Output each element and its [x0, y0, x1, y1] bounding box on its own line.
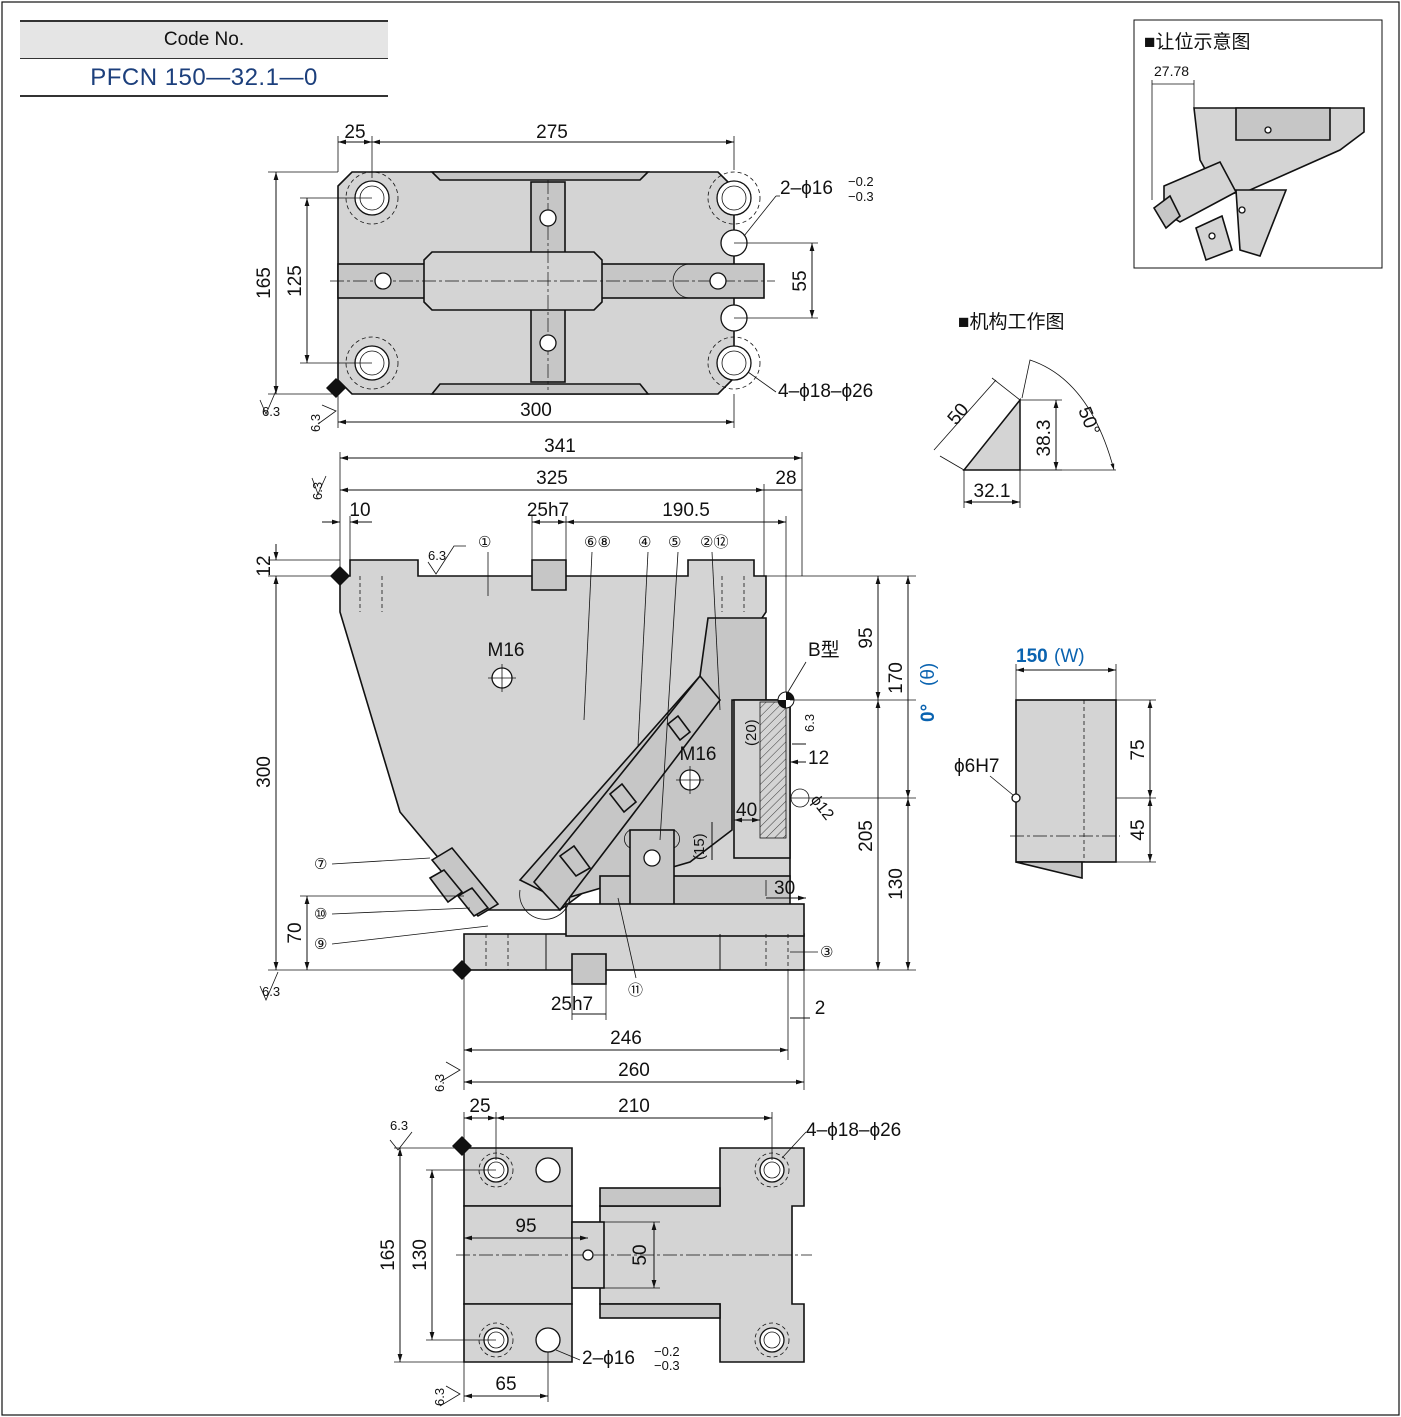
dim-170: 170: [886, 662, 907, 694]
balloon-7: ⑦: [314, 856, 327, 873]
svg-text:6.3: 6.3: [802, 714, 817, 732]
dim-mech-38-3: 38.3: [1034, 420, 1055, 457]
code-number-header: Code No.: [20, 20, 388, 59]
callout-bottom-4-phi18: 4–ϕ18–ϕ26: [806, 1120, 901, 1141]
dim-25h7-bottom: 25h7: [551, 994, 593, 1015]
dim-130-bottom: 130: [410, 1239, 431, 1271]
mechanism-view: ■机构工作图 50 38.3 32.1 50°: [933, 311, 1116, 508]
dim-10: 10: [349, 500, 370, 521]
dim-40: 40: [736, 800, 757, 821]
balloon-2-12: ②⑫: [700, 534, 728, 551]
code-number-box: Code No. PFCN 150—32.1—0: [20, 20, 388, 97]
dim-12-left: 12: [254, 555, 275, 576]
dim-300: 300: [520, 400, 552, 421]
dim-205: 205: [856, 820, 877, 852]
clearance-view-title: ■让位示意图: [1144, 31, 1250, 53]
dim-95-bottom: 95: [515, 1216, 536, 1237]
balloon-11: ⑪: [628, 982, 643, 999]
dim-190-5: 190.5: [662, 500, 710, 521]
balloon-4: ④: [638, 534, 651, 551]
balloon-3: ③: [820, 944, 833, 961]
top-view-holes: [345, 171, 761, 390]
label-phi6h7: ϕ6H7: [954, 756, 1000, 777]
svg-text:−0.2: −0.2: [654, 1344, 680, 1359]
balloon-9: ⑨: [314, 936, 327, 953]
dim-25h7-top: 25h7: [527, 500, 569, 521]
dim-phi12: ϕ12: [807, 792, 837, 824]
dim-20: (20): [743, 719, 760, 746]
dim-2: 2: [815, 998, 826, 1019]
dim-165-bottom: 165: [378, 1239, 399, 1271]
dim-27-78: 27.78: [1154, 63, 1189, 79]
dim-300-height: 300: [254, 756, 275, 788]
label-angle-theta: (θ): [918, 663, 939, 686]
svg-text:6.3: 6.3: [432, 1388, 447, 1406]
callout-bottom-2-phi16: 2–ϕ16: [582, 1348, 635, 1369]
dim-130: 130: [886, 868, 907, 900]
dim-125: 125: [285, 265, 306, 297]
mechanism-view-title: ■机构工作图: [958, 311, 1064, 333]
front-view: M16 M16 B型 ① ⑥⑧ ④ ⑤ ②⑫ ⑦ ⑩ ⑨ ③ ⑪ 341 325…: [254, 436, 939, 1092]
svg-text:6.3: 6.3: [310, 482, 325, 500]
dim-mech-32-1: 32.1: [974, 481, 1011, 502]
dim-275: 275: [536, 122, 568, 143]
label-angle-0: 0°: [918, 704, 939, 722]
dim-325: 325: [536, 468, 568, 489]
svg-text:−0.3: −0.3: [654, 1358, 680, 1373]
dim-95: 95: [856, 627, 877, 648]
svg-text:6.3: 6.3: [308, 414, 323, 432]
dim-28: 28: [775, 468, 796, 489]
dim-25-bottom: 25: [469, 1096, 490, 1117]
dim-55: 55: [790, 270, 811, 291]
clearance-view: ■让位示意图 27.78: [1133, 19, 1383, 269]
dim-260: 260: [618, 1060, 650, 1081]
label-m16-b: M16: [680, 744, 717, 765]
side-width-150: 150: [1016, 646, 1048, 667]
balloon-5: ⑤: [668, 534, 681, 551]
dim-165: 165: [254, 267, 275, 299]
dim-50-bottom: 50: [630, 1244, 651, 1265]
svg-text:6.3: 6.3: [428, 548, 446, 563]
label-m16-a: M16: [488, 640, 525, 661]
side-view: 150 (W) 75 45 ϕ6H7: [954, 646, 1156, 880]
svg-text:−0.2: −0.2: [848, 174, 874, 189]
svg-text:−0.3: −0.3: [848, 189, 874, 204]
svg-text:6.3: 6.3: [262, 984, 280, 999]
dim-side-45: 45: [1128, 819, 1149, 840]
callout-4-phi18-phi26: 4–ϕ18–ϕ26: [778, 381, 873, 402]
dim-70: 70: [285, 922, 306, 943]
dim-210: 210: [618, 1096, 650, 1117]
dim-341: 341: [544, 436, 576, 457]
dim-12-right: 12: [808, 748, 829, 769]
svg-text:6.3: 6.3: [432, 1074, 447, 1092]
dim-mech-50: 50: [944, 400, 974, 430]
svg-text:6.3: 6.3: [262, 404, 280, 419]
top-view: 25 275 165 125 55 300 2–ϕ16 −0.2 −0.3 4–…: [254, 122, 874, 432]
dim-246: 246: [610, 1028, 642, 1049]
balloon-10: ⑩: [314, 906, 327, 923]
callout-2-phi16: 2–ϕ16: [780, 178, 833, 199]
dim-30: 30: [774, 878, 795, 899]
balloon-6-8: ⑥⑧: [584, 534, 611, 551]
dim-side-75: 75: [1128, 739, 1149, 760]
label-b-type: B型: [808, 639, 840, 661]
balloon-1: ①: [478, 534, 491, 551]
dim-15: (15): [691, 833, 708, 860]
svg-text:6.3: 6.3: [390, 1118, 408, 1133]
dim-65: 65: [495, 1374, 516, 1395]
dim-mech-angle-50: 50°: [1073, 404, 1103, 439]
bottom-view: 25 210 95 165 130 50 65 4–ϕ18–ϕ26 2–ϕ16 …: [378, 1096, 901, 1407]
dim-25: 25: [344, 122, 365, 143]
code-number-value: PFCN 150—32.1—0: [20, 59, 388, 97]
side-width-w: (W): [1054, 646, 1085, 667]
